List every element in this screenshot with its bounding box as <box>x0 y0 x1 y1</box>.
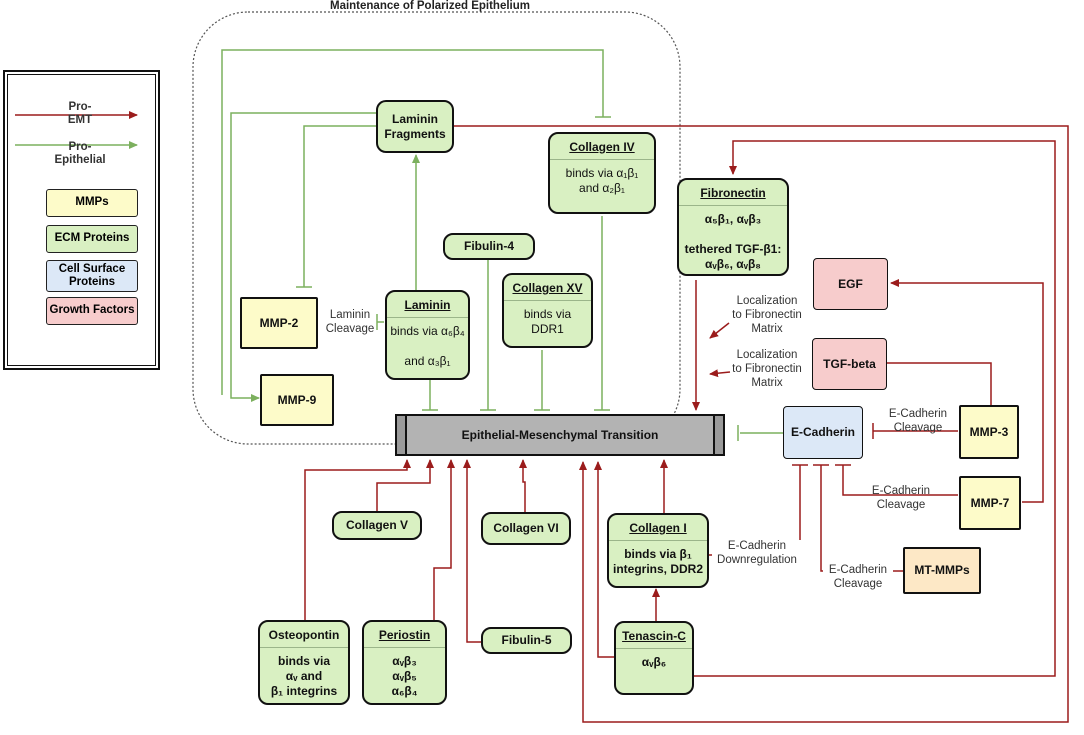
fibulin-4-node: Fibulin-4 <box>443 233 535 260</box>
edge-mmp7-to-egf <box>890 279 1044 503</box>
mmp-2-node: MMP-2 <box>240 297 318 349</box>
edge-lamfrag-to-mmp9 <box>230 112 376 402</box>
edge-lamfrag-loop <box>454 125 1069 723</box>
collagen-iv-title: Collagen IV <box>569 140 635 154</box>
edge-mmp3-to-tgfb <box>876 359 992 405</box>
legend-cell-surface-proteins: Cell Surface Proteins <box>46 260 138 292</box>
legend-pro-epithelial-label: Pro- Epithelial <box>54 141 106 167</box>
mmp-7-node: MMP-7 <box>959 476 1021 530</box>
collagen-xv-node: Collagen XV binds via DDR1 <box>502 273 593 348</box>
emt-label: Epithelial-Mesenchymal Transition <box>461 428 659 442</box>
fibronectin-body: α₅β₁, αᵥβ₃ tethered TGF-β1: αᵥβ₆, αᵥβ₈ <box>684 212 782 271</box>
laminin-fragments-node: Laminin Fragments <box>376 100 454 153</box>
legend-growth-factors: Growth Factors <box>46 297 138 325</box>
ecad-cleavage-mmp7-label: E-Cadherin Cleavage <box>871 485 931 511</box>
periostin-node: Periostin αᵥβ₃ αᵥβ₅ α₆β₄ <box>362 620 447 705</box>
ecad-downregulation-label: E-Cadherin Downregulation <box>712 540 802 568</box>
ecad-cleavage-mmp3-label: E-Cadherin Cleavage <box>888 408 948 434</box>
osteopontin-body: binds via αᵥ and β₁ integrins <box>270 654 338 698</box>
collagen-iv-body: binds via α₁β₁ and α₂β₁ <box>565 166 639 195</box>
laminin-body: binds via α₆β₄ and α₃β₁ <box>390 324 465 368</box>
tenascin-c-node: Tenascin-C αᵥβ₆ <box>614 621 694 695</box>
emt-bar: Epithelial-Mesenchymal Transition <box>395 414 725 456</box>
laminin-node: Laminin binds via α₆β₄ and α₃β₁ <box>385 290 470 380</box>
collagen-i-title: Collagen I <box>629 521 687 535</box>
mmp-9-node: MMP-9 <box>260 374 334 426</box>
egf-node: EGF <box>813 258 888 310</box>
tenascin-c-title: Tenascin-C <box>622 629 686 643</box>
tgf-beta-node: TGF-beta <box>812 338 887 390</box>
group-title: Maintenance of Polarized Epithelium <box>329 0 530 12</box>
collagen-i-body: binds via β₁ integrins, DDR2 <box>613 547 704 576</box>
periostin-title: Periostin <box>378 628 431 642</box>
emt-bar-right-cap <box>713 414 725 456</box>
localization-label-egf: Localization to Fibronectin Matrix <box>732 295 802 335</box>
collagen-v-node: Collagen V <box>332 511 422 540</box>
edge-lamfrag-to-mmp2 <box>303 125 376 287</box>
localization-label-tgfb: Localization to Fibronectin Matrix <box>732 349 802 389</box>
ecad-cleavage-mtmmp-label: E-Cadherin Cleavage <box>823 564 893 592</box>
legend <box>3 70 160 370</box>
edge-loop-to-collagen-iv <box>221 49 604 395</box>
legend-mmps: MMPs <box>46 189 138 217</box>
legend-ecm-proteins: ECM Proteins <box>46 225 138 253</box>
fibronectin-node: Fibronectin α₅β₁, αᵥβ₃ tethered TGF-β1: … <box>677 178 789 276</box>
edge-tenascin-to-fibronectin <box>694 140 1056 677</box>
laminin-title: Laminin <box>404 298 451 312</box>
collagen-iv-node: Collagen IV binds via α₁β₁ and α₂β₁ <box>548 132 656 214</box>
mmp-3-node: MMP-3 <box>959 405 1019 459</box>
legend-pro-emt-label: Pro- EMT <box>67 101 93 127</box>
osteopontin-title: Osteopontin <box>268 628 340 642</box>
tenascin-c-body: αᵥβ₆ <box>641 655 667 669</box>
e-cadherin-node: E-Cadherin <box>783 406 863 459</box>
periostin-body: αᵥβ₃ αᵥβ₅ α₆β₄ <box>391 654 418 698</box>
laminin-cleavage-label: Laminin Cleavage <box>325 309 375 335</box>
fibulin-5-node: Fibulin-5 <box>481 627 572 654</box>
collagen-xv-body: binds via DDR1 <box>523 307 572 336</box>
fibronectin-title: Fibronectin <box>700 186 766 200</box>
collagen-vi-node: Collagen VI <box>481 512 571 545</box>
osteopontin-node: Osteopontin binds via αᵥ and β₁ integrin… <box>258 620 350 705</box>
mt-mmps-node: MT-MMPs <box>903 547 981 594</box>
collagen-xv-title: Collagen XV <box>512 281 583 295</box>
collagen-i-node: Collagen I binds via β₁ integrins, DDR2 <box>607 513 709 588</box>
emt-bar-left-cap <box>395 414 407 456</box>
